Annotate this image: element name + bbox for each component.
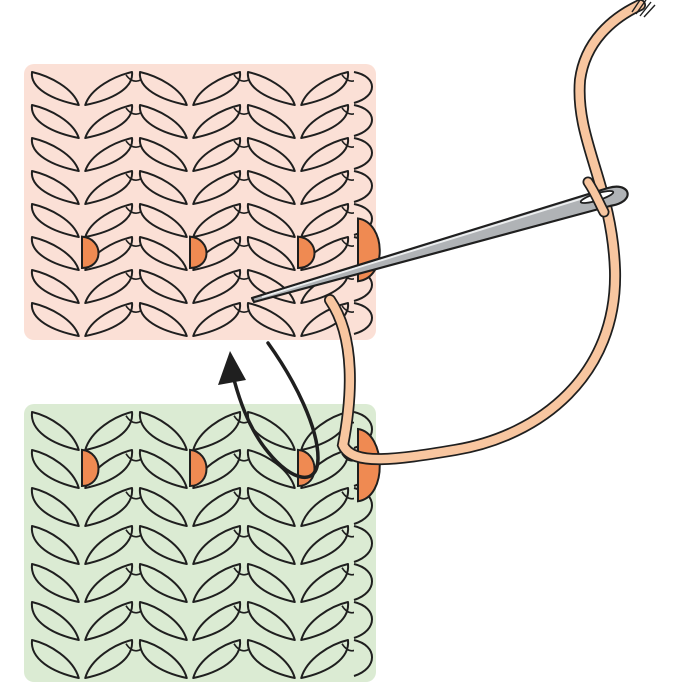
- edge-stitch: [353, 137, 373, 170]
- arrowhead-icon: [218, 351, 246, 385]
- knit-stitch: [138, 525, 255, 565]
- knit-stitch: [246, 71, 363, 106]
- knit-stitch: [138, 639, 255, 679]
- knit-stitch: [138, 563, 255, 603]
- stitch-marker: [81, 235, 100, 270]
- knit-stitch: [30, 170, 147, 205]
- knit-stitch: [30, 639, 147, 679]
- knit-stitch: [30, 601, 147, 641]
- knit-stitch: [138, 487, 255, 527]
- edge-stitch: [353, 302, 373, 335]
- knit-stitch: [246, 563, 363, 603]
- curved-arrow-icon: [218, 341, 320, 479]
- knit-stitch: [30, 137, 147, 172]
- knit-stitch: [246, 137, 363, 172]
- knit-stitch: [246, 601, 363, 641]
- edge-stitch: [353, 563, 373, 601]
- knit-stitch: [30, 411, 147, 451]
- yarn-strand-icon: [324, 0, 656, 466]
- stitch-marker: [189, 235, 208, 270]
- edge-stitch: [353, 639, 373, 677]
- knit-stitch: [30, 302, 147, 337]
- knit-stitch: [246, 170, 363, 205]
- edge-stitch: [353, 170, 373, 203]
- knit-stitch: [246, 639, 363, 679]
- stitch-marker: [297, 235, 316, 270]
- yarn-frayed-end: [631, 0, 656, 18]
- knit-stitch: [246, 203, 363, 238]
- knit-stitch: [30, 563, 147, 603]
- knit-stitch: [138, 411, 255, 451]
- knit-stitch: [30, 525, 147, 565]
- tapestry-needle-icon: [250, 185, 629, 304]
- edge-marker: [357, 427, 381, 503]
- knit-stitch: [246, 104, 363, 139]
- knit-stitch: [138, 302, 255, 337]
- edge-stitch: [353, 104, 373, 137]
- stitch-marker: [189, 448, 208, 488]
- knit-stitch: [138, 170, 255, 205]
- knit-stitch: [138, 269, 255, 304]
- knit-stitch: [246, 487, 363, 527]
- edge-stitch: [353, 525, 373, 563]
- top-fabric-piece: [24, 64, 381, 340]
- knit-stitch: [138, 71, 255, 106]
- edge-stitch: [353, 71, 373, 104]
- stitch-marker: [81, 448, 100, 488]
- knit-stitch: [30, 71, 147, 106]
- knit-stitch: [30, 269, 147, 304]
- edge-stitch: [353, 601, 373, 639]
- bottom-fabric-piece: [24, 404, 381, 682]
